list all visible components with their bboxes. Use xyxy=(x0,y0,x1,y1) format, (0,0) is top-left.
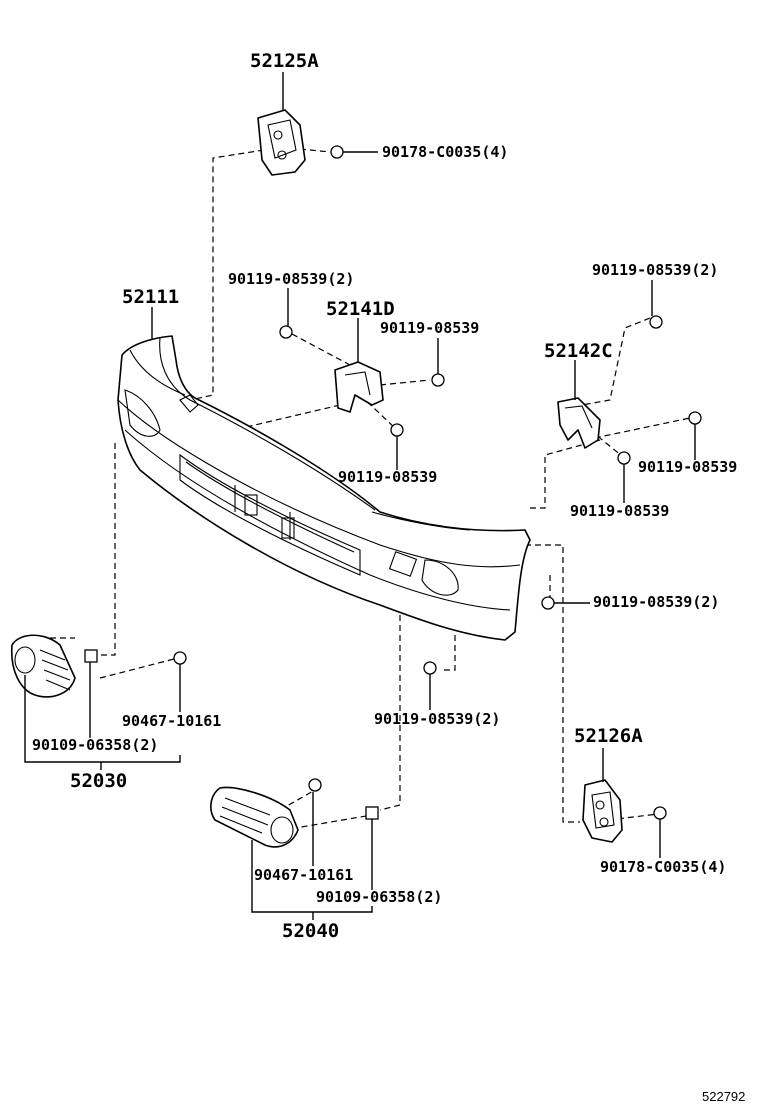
label-52040: 52040 xyxy=(282,920,340,942)
label-90119-52142C-right: 90119-08539 xyxy=(638,458,738,476)
clip-left xyxy=(173,651,187,665)
label-90119-left-upper: 90119-08539(2) xyxy=(228,270,355,288)
label-90109-right: 90109-06358(2) xyxy=(316,888,443,906)
label-90119-52142C-bottom: 90119-08539 xyxy=(570,502,670,520)
bracket-52141D xyxy=(334,361,384,413)
bolt-52142C-right xyxy=(688,411,702,425)
label-52125A: 52125A xyxy=(250,50,319,72)
bolt-bumper-bottom xyxy=(423,661,437,675)
bolt-52141D-bottom xyxy=(390,423,404,437)
label-90119-52141D-right: 90119-08539 xyxy=(380,319,480,337)
fasteners xyxy=(84,145,702,820)
screw-right xyxy=(365,806,379,820)
bolt-52142C-bottom xyxy=(617,451,631,465)
clip-right xyxy=(308,778,322,792)
label-52142C: 52142C xyxy=(544,340,613,362)
label-90178-top: 90178-C0035(4) xyxy=(382,143,509,161)
diagram-reference-number: 522792 xyxy=(702,1089,746,1104)
label-52111: 52111 xyxy=(122,286,180,308)
label-90119-52141D-bottom: 90119-08539 xyxy=(338,468,438,486)
bolt-left-upper xyxy=(279,325,293,339)
bracket-52125A xyxy=(257,109,306,176)
label-90109-left: 90109-06358(2) xyxy=(32,736,159,754)
bumper-cover-52111 xyxy=(117,335,531,641)
nut-bottom xyxy=(653,806,667,820)
screw-left xyxy=(84,649,98,663)
label-90467-left: 90467-10161 xyxy=(122,712,222,730)
bolt-52141D-right xyxy=(431,373,445,387)
label-52030: 52030 xyxy=(70,770,128,792)
nut-top xyxy=(330,145,344,159)
label-90119-bumper-right: 90119-08539(2) xyxy=(593,593,720,611)
label-90467-right: 90467-10161 xyxy=(254,866,354,884)
bolt-right-upper xyxy=(649,315,663,329)
bolt-bumper-right xyxy=(541,596,555,610)
label-52141D: 52141D xyxy=(326,298,395,320)
label-90119-right-upper: 90119-08539(2) xyxy=(592,261,719,279)
fog-cover-52030 xyxy=(10,634,76,698)
fog-cover-52040 xyxy=(210,786,299,848)
bracket-52142C xyxy=(557,397,601,449)
label-90119-bumper-bottom: 90119-08539(2) xyxy=(374,710,501,728)
label-52126A: 52126A xyxy=(574,725,643,747)
bracket-52126A xyxy=(582,779,623,843)
leader-lines xyxy=(24,72,696,920)
label-90178-bottom: 90178-C0035(4) xyxy=(600,858,727,876)
